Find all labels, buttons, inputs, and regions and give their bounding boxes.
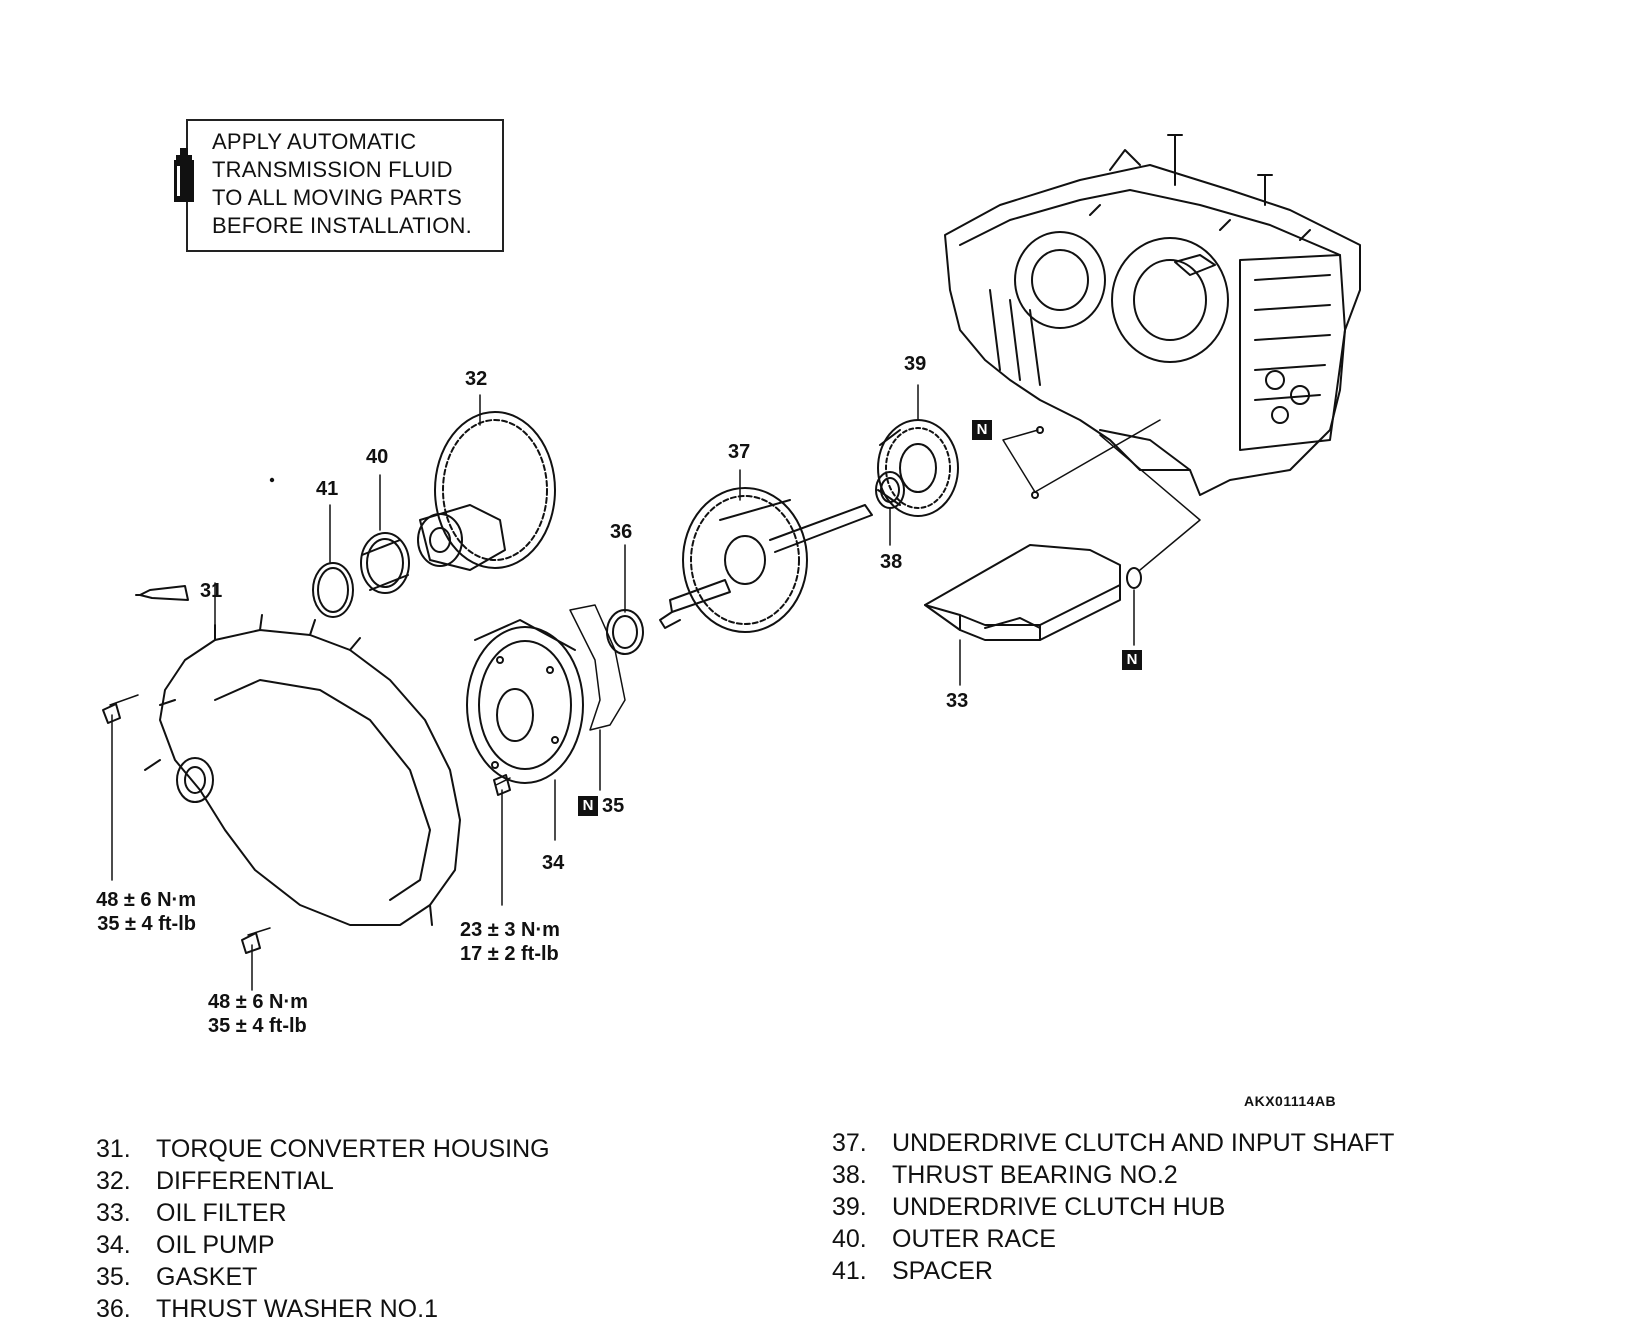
transmission-case xyxy=(945,135,1360,495)
legend-item: 34. OIL PUMP xyxy=(96,1229,550,1261)
legend-item: 35. GASKET xyxy=(96,1261,550,1293)
n-mark-case: N xyxy=(972,420,992,440)
legend-num: 41. xyxy=(832,1257,867,1285)
legend-name: GASKET xyxy=(156,1263,258,1291)
legend-num: 32. xyxy=(96,1167,131,1195)
torque-nm: 23 ± 3 N·m xyxy=(460,919,560,941)
notice-box xyxy=(186,119,504,252)
n-mark-gasket: N xyxy=(578,796,598,816)
legend-name: UNDERDRIVE CLUTCH AND INPUT SHAFT xyxy=(892,1129,1395,1157)
legend-item: 38. THRUST BEARING NO.2 xyxy=(832,1159,1394,1191)
differential-art xyxy=(418,412,555,570)
legend-num: 36. xyxy=(96,1295,131,1323)
legend-name: UNDERDRIVE CLUTCH HUB xyxy=(892,1193,1226,1221)
torque-spec-housing-bottom: 48 ± 6 N·m 35 ± 4 ft-lb xyxy=(208,990,308,1038)
n-mark-oring: N xyxy=(1122,650,1142,670)
callout-32: 32 xyxy=(465,368,488,390)
callout-38: 38 xyxy=(880,551,903,573)
legend-num: 35. xyxy=(96,1263,131,1291)
legend-name: DIFFERENTIAL xyxy=(156,1167,334,1195)
legend-item: 37. UNDERDRIVE CLUTCH AND INPUT SHAFT xyxy=(832,1127,1394,1159)
legend-right: 37. UNDERDRIVE CLUTCH AND INPUT SHAFT 38.… xyxy=(832,1127,1394,1287)
legend-item: 36. THRUST WASHER NO.1 xyxy=(96,1293,550,1325)
legend-item: 41. SPACER xyxy=(832,1255,1394,1287)
converter-housing-art xyxy=(145,615,460,925)
legend-num: 39. xyxy=(832,1193,867,1221)
legend-num: 33. xyxy=(96,1199,131,1227)
torque-ftlb: 17 ± 2 ft-lb xyxy=(460,943,559,965)
legend-name: SPACER xyxy=(892,1257,993,1285)
callout-41: 41 xyxy=(316,478,339,500)
notice-line: BEFORE INSTALLATION. xyxy=(212,213,472,238)
legend-name: THRUST BEARING NO.2 xyxy=(892,1161,1178,1189)
oil-filter-art xyxy=(925,545,1120,640)
legend-name: OUTER RACE xyxy=(892,1225,1056,1253)
notice-text: APPLY AUTOMATIC TRANSMISSION FLUID TO AL… xyxy=(212,128,472,240)
legend-name: OIL PUMP xyxy=(156,1231,275,1259)
legend-num: 34. xyxy=(96,1231,131,1259)
torque-spec-pump: 23 ± 3 N·m 17 ± 2 ft-lb xyxy=(460,918,560,966)
legend-name: OIL FILTER xyxy=(156,1199,287,1227)
callout-34: 34 xyxy=(542,852,565,874)
legend-num: 40. xyxy=(832,1225,867,1253)
torque-nm: 48 ± 6 N·m xyxy=(96,889,196,911)
legend-left: 31. TORQUE CONVERTER HOUSING 32. DIFFERENT… xyxy=(96,1133,550,1325)
fluid-bottle-icon xyxy=(174,148,194,202)
figure-reference: AKX01114AB xyxy=(1244,1093,1337,1109)
oil-pump-art xyxy=(467,620,583,783)
legend-num: 37. xyxy=(832,1129,867,1157)
callout-35: 35 xyxy=(602,795,625,817)
legend-item: 32. DIFFERENTIAL xyxy=(96,1165,550,1197)
torque-ftlb: 35 ± 4 ft-lb xyxy=(208,1015,307,1037)
notice-line: TRANSMISSION FLUID xyxy=(212,157,453,182)
torque-nm: 48 ± 6 N·m xyxy=(208,991,308,1013)
legend-item: 31. TORQUE CONVERTER HOUSING xyxy=(96,1133,550,1165)
callout-33: 33 xyxy=(946,690,969,712)
legend-num: 38. xyxy=(832,1161,867,1189)
torque-spec-housing-left: 48 ± 6 N·m 35 ± 4 ft-lb xyxy=(60,888,196,936)
notice-line: TO ALL MOVING PARTS xyxy=(212,185,462,210)
torque-ftlb: 35 ± 4 ft-lb xyxy=(97,913,196,935)
legend-item: 39. UNDERDRIVE CLUTCH HUB xyxy=(832,1191,1394,1223)
callout-31: 31 xyxy=(200,580,223,602)
legend-item: 33. OIL FILTER xyxy=(96,1197,550,1229)
callout-37: 37 xyxy=(728,441,751,463)
callout-39: 39 xyxy=(904,353,927,375)
notice-line: APPLY AUTOMATIC xyxy=(212,129,417,154)
legend-name: TORQUE CONVERTER HOUSING xyxy=(156,1135,550,1163)
callout-40: 40 xyxy=(366,446,389,468)
input-shaft-art xyxy=(660,488,872,632)
callout-36: 36 xyxy=(610,521,633,543)
legend-item: 40. OUTER RACE xyxy=(832,1223,1394,1255)
legend-name: THRUST WASHER NO.1 xyxy=(156,1295,438,1323)
legend-num: 31. xyxy=(96,1135,131,1163)
